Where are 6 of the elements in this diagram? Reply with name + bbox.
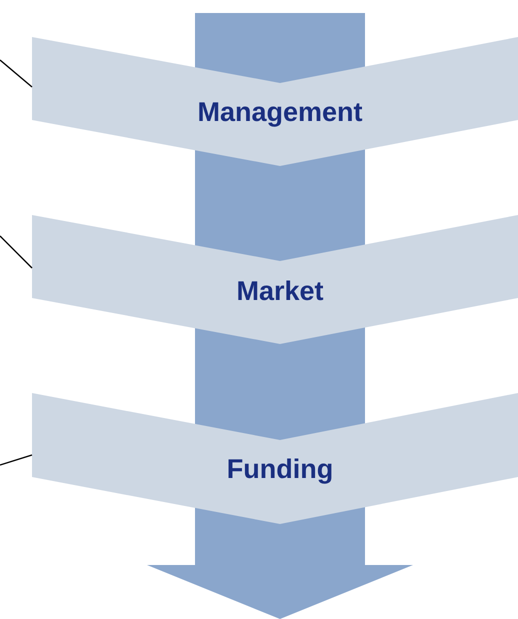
- stage-label: Management: [196, 96, 364, 128]
- leader-line: [0, 236, 32, 268]
- leader-line: [0, 454, 32, 466]
- leader-line: [0, 60, 32, 88]
- stage-label: Market: [235, 275, 325, 307]
- stage-label: Funding: [226, 453, 334, 485]
